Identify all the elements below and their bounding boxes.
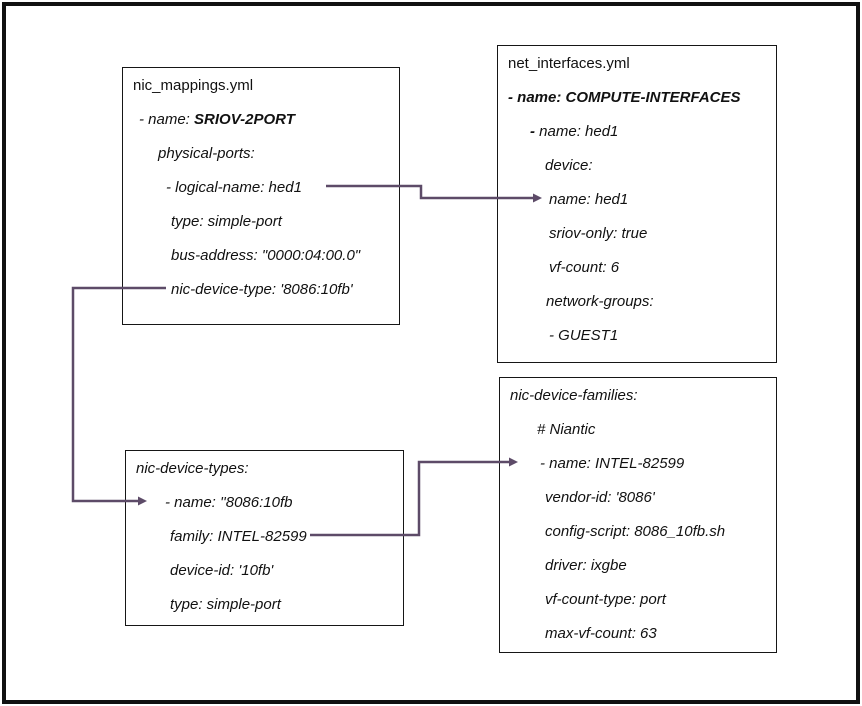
yaml-text: vf-count-type: port: [545, 590, 666, 608]
yaml-text: - name:: [139, 110, 195, 128]
yaml-text: vendor-id: '8086': [545, 488, 655, 506]
yaml-line: vf-count-type: port: [500, 582, 776, 616]
yaml-text: vf-count: 6: [549, 258, 620, 276]
yaml-text: - name: COMPUTE-INTERFACES: [508, 88, 741, 106]
yaml-line: bus-address: "0000:04:00.0": [123, 238, 399, 272]
yaml-text: config-script: 8086_10fb.sh: [545, 522, 726, 540]
yaml-text: - logical-name: hed1: [166, 178, 302, 196]
yaml-line: vf-count: 6: [498, 250, 776, 284]
yaml-text: - name: ''8086:10fb: [165, 493, 293, 511]
box-nic-mappings: nic_mappings.yml - name: SRIOV-2PORT phys…: [122, 67, 400, 325]
box-title: nic-device-families:: [510, 386, 638, 404]
yaml-line: - GUEST1: [498, 318, 776, 352]
yaml-text: name: hed1: [549, 190, 629, 208]
yaml-line: - name: INTEL-82599: [500, 446, 776, 480]
yaml-text: - name: INTEL-82599: [540, 454, 685, 472]
yaml-line: device-id: '10fb': [126, 553, 403, 587]
yaml-line: name: hed1: [498, 182, 776, 216]
yaml-line: driver: ixgbe: [500, 548, 776, 582]
yaml-line: - logical-name: hed1: [123, 170, 399, 204]
box-nic-device-types: nic-device-types: - name: ''8086:10fb fam…: [125, 450, 404, 626]
yaml-lines: - name: ''8086:10fb family: INTEL-82599 de…: [126, 485, 403, 621]
yaml-lines: - name: SRIOV-2PORT physical-ports: - logi…: [123, 102, 399, 306]
yaml-text: nic-device-type: '8086:10fb': [171, 280, 353, 298]
yaml-line: physical-ports:: [123, 136, 399, 170]
yaml-text: device-id: '10fb': [170, 561, 274, 579]
yaml-text: type: simple-port: [170, 595, 281, 613]
box-title: nic_mappings.yml: [133, 76, 254, 94]
yaml-line: - name: ''8086:10fb: [126, 485, 403, 519]
yaml-line: device:: [498, 148, 776, 182]
yaml-line: # Niantic: [500, 412, 776, 446]
yaml-line: nic-device-type: '8086:10fb': [123, 272, 399, 306]
yaml-text: device:: [545, 156, 593, 174]
yaml-text: sriov-only: true: [549, 224, 648, 242]
yaml-text: - GUEST1: [549, 326, 619, 344]
yaml-lines: - name: COMPUTE-INTERFACES - name: hed1 de…: [498, 80, 776, 352]
yaml-line: max-vf-count: 63: [500, 616, 776, 650]
yaml-text: physical-ports:: [158, 144, 255, 162]
yaml-text: bus-address: "0000:04:00.0": [171, 246, 361, 264]
yaml-line: - name: COMPUTE-INTERFACES: [498, 80, 776, 114]
yaml-line: - name: hed1: [498, 114, 776, 148]
yaml-text: # Niantic: [537, 420, 596, 438]
yaml-line: type: simple-port: [126, 587, 403, 621]
yaml-line: - name: SRIOV-2PORT: [123, 102, 399, 136]
yaml-line: vendor-id: '8086': [500, 480, 776, 514]
yaml-text: name: hed1: [539, 122, 619, 140]
yaml-text: type: simple-port: [171, 212, 282, 230]
yaml-line: type: simple-port: [123, 204, 399, 238]
box-net-interfaces: net_interfaces.yml - name: COMPUTE-INTER…: [497, 45, 777, 363]
yaml-line: family: INTEL-82599: [126, 519, 403, 553]
yaml-text: driver: ixgbe: [545, 556, 627, 574]
yaml-line: config-script: 8086_10fb.sh: [500, 514, 776, 548]
yaml-text: max-vf-count: 63: [545, 624, 657, 642]
yaml-line: sriov-only: true: [498, 216, 776, 250]
yaml-text: network-groups:: [546, 292, 654, 310]
box-nic-device-families: nic-device-families: # Niantic - name: IN…: [499, 377, 777, 653]
yaml-text: -: [530, 122, 540, 140]
yaml-text: family: INTEL-82599: [170, 527, 307, 545]
yaml-text: SRIOV-2PORT: [194, 110, 295, 128]
yaml-line: network-groups:: [498, 284, 776, 318]
box-title: net_interfaces.yml: [508, 54, 630, 72]
yaml-lines: # Niantic - name: INTEL-82599 vendor-id: '…: [500, 412, 776, 650]
box-title: nic-device-types:: [136, 459, 249, 477]
